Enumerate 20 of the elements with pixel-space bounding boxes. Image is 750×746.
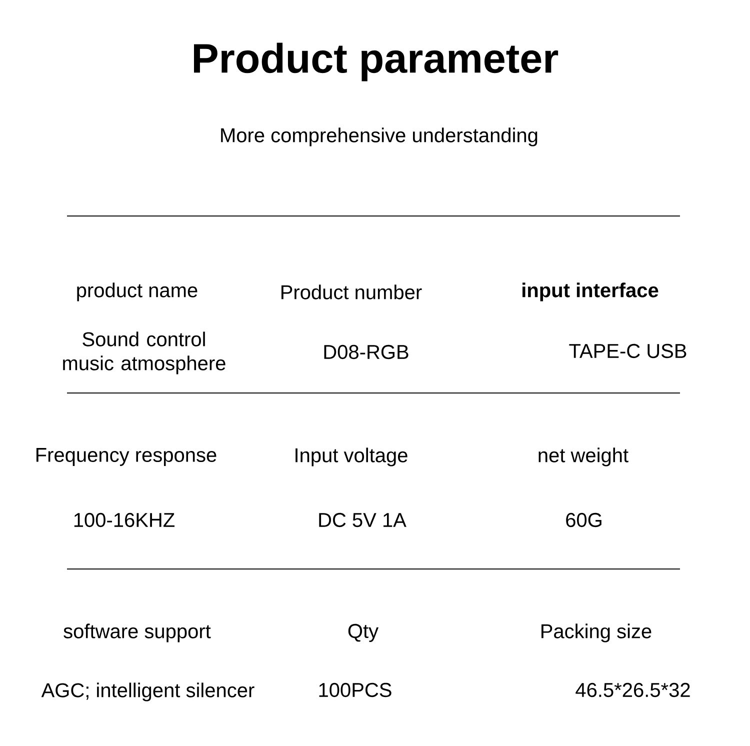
parameter-name: Product number <box>282 284 422 300</box>
parameter-name: Packing size <box>542 624 652 642</box>
parameter-value: D08-RGB <box>324 344 408 360</box>
parameter-name: Qty <box>348 624 379 642</box>
parameter-name: input interface <box>522 282 658 302</box>
parameter-value: 46.5*26.5*32 <box>576 682 690 698</box>
parameter-value: DC 5V 1A <box>319 512 406 528</box>
title: Product parameter <box>194 42 558 82</box>
parameter-name: product name <box>77 282 198 302</box>
parameter-name: software support <box>64 624 211 642</box>
parameter-value: Sound control music atmosphere <box>63 332 226 374</box>
parameter-name: Frequency response <box>36 448 216 466</box>
parameter-value: 100-16KHZ <box>74 512 174 528</box>
parameter-name: Input voltage <box>296 448 408 466</box>
parameter-value: AGC; intelligent silencer <box>41 682 254 702</box>
subtitle: More comprehensive understanding <box>221 128 538 146</box>
parameter-value: 60G <box>566 512 602 528</box>
parameter-name: net weight <box>538 448 628 466</box>
parameter-value: 100PCS <box>319 682 392 698</box>
parameter-value: TAPE-C USB <box>569 344 686 358</box>
